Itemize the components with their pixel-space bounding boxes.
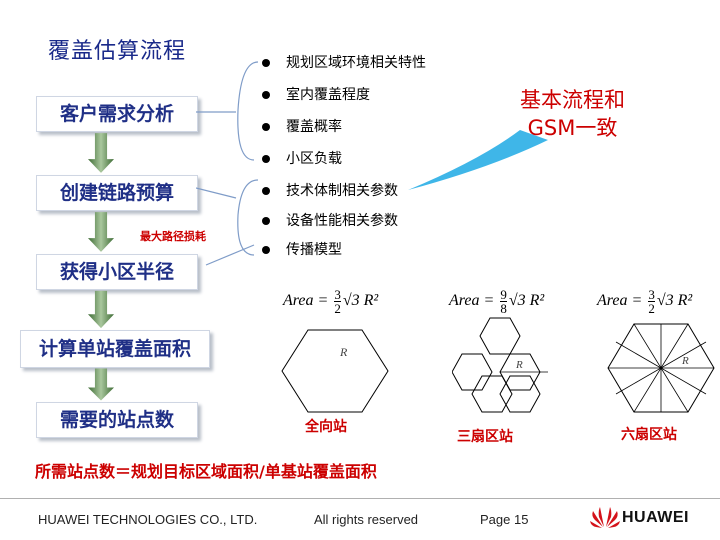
radius-label: R bbox=[515, 359, 523, 371]
site-type-three-sector: 三扇区站 bbox=[457, 429, 513, 445]
three-sector-site-diagram: R bbox=[452, 317, 548, 413]
step-label: 创建链路预算 bbox=[59, 182, 174, 204]
step-label: 客户需求分析 bbox=[59, 103, 174, 125]
factor-item: 规划区域环境相关特性 bbox=[262, 52, 426, 72]
site-type-six-sector: 六扇区站 bbox=[621, 427, 677, 443]
callout-pointer bbox=[408, 130, 548, 190]
bullet-icon bbox=[262, 155, 270, 163]
down-arrow-icon bbox=[88, 133, 114, 173]
factor-item: 设备性能相关参数 bbox=[262, 210, 398, 230]
down-arrow-icon bbox=[88, 290, 114, 329]
site-type-omni: 全向站 bbox=[305, 419, 347, 435]
factor-item: 室内覆盖程度 bbox=[262, 84, 370, 104]
bullet-icon bbox=[262, 246, 270, 254]
site-count-formula: 所需站点数＝规划目标区域面积/单基站覆盖面积 bbox=[35, 462, 377, 481]
factor-item: 传播模型 bbox=[262, 239, 342, 259]
bullet-icon bbox=[262, 59, 270, 67]
bracket-connector bbox=[196, 61, 259, 266]
page-title: 覆盖估算流程 bbox=[48, 39, 187, 64]
step-single-site-area: 计算单站覆盖面积 bbox=[20, 330, 210, 368]
down-arrow-icon bbox=[88, 368, 114, 401]
six-sector-site-diagram: R bbox=[607, 323, 715, 413]
footer-divider bbox=[0, 498, 720, 499]
bullet-icon bbox=[262, 217, 270, 225]
step-sites-needed: 需要的站点数 bbox=[36, 402, 198, 438]
huawei-logo-icon bbox=[590, 507, 620, 528]
omni-site-hexagon-diagram: R bbox=[281, 329, 389, 413]
factor-item: 覆盖概率 bbox=[262, 116, 342, 136]
factor-item: 小区负载 bbox=[262, 148, 342, 168]
step-link-budget: 创建链路预算 bbox=[36, 175, 198, 211]
footer-company: HUAWEI TECHNOLOGIES CO., LTD. bbox=[38, 512, 258, 527]
callout-text: 基本流程和 GSM一致 bbox=[520, 88, 625, 140]
step-cell-radius: 获得小区半径 bbox=[36, 254, 198, 290]
page-number: Page 15 bbox=[480, 512, 529, 527]
huawei-logo-text: HUAWEI bbox=[622, 509, 689, 526]
step-requirement-analysis: 客户需求分析 bbox=[36, 96, 198, 132]
factor-item: 技术体制相关参数 bbox=[262, 180, 398, 200]
bullet-icon bbox=[262, 123, 270, 131]
radius-label: R bbox=[339, 345, 348, 359]
step-label: 获得小区半径 bbox=[59, 261, 174, 283]
radius-label: R bbox=[681, 355, 689, 367]
step-label: 需要的站点数 bbox=[59, 409, 174, 431]
arrow-note: 最大路径损耗 bbox=[140, 230, 206, 243]
bullet-icon bbox=[262, 91, 270, 99]
footer-rights: All rights reserved bbox=[314, 512, 419, 527]
down-arrow-icon bbox=[88, 212, 114, 252]
step-label: 计算单站覆盖面积 bbox=[38, 338, 191, 360]
bullet-icon bbox=[262, 187, 270, 195]
